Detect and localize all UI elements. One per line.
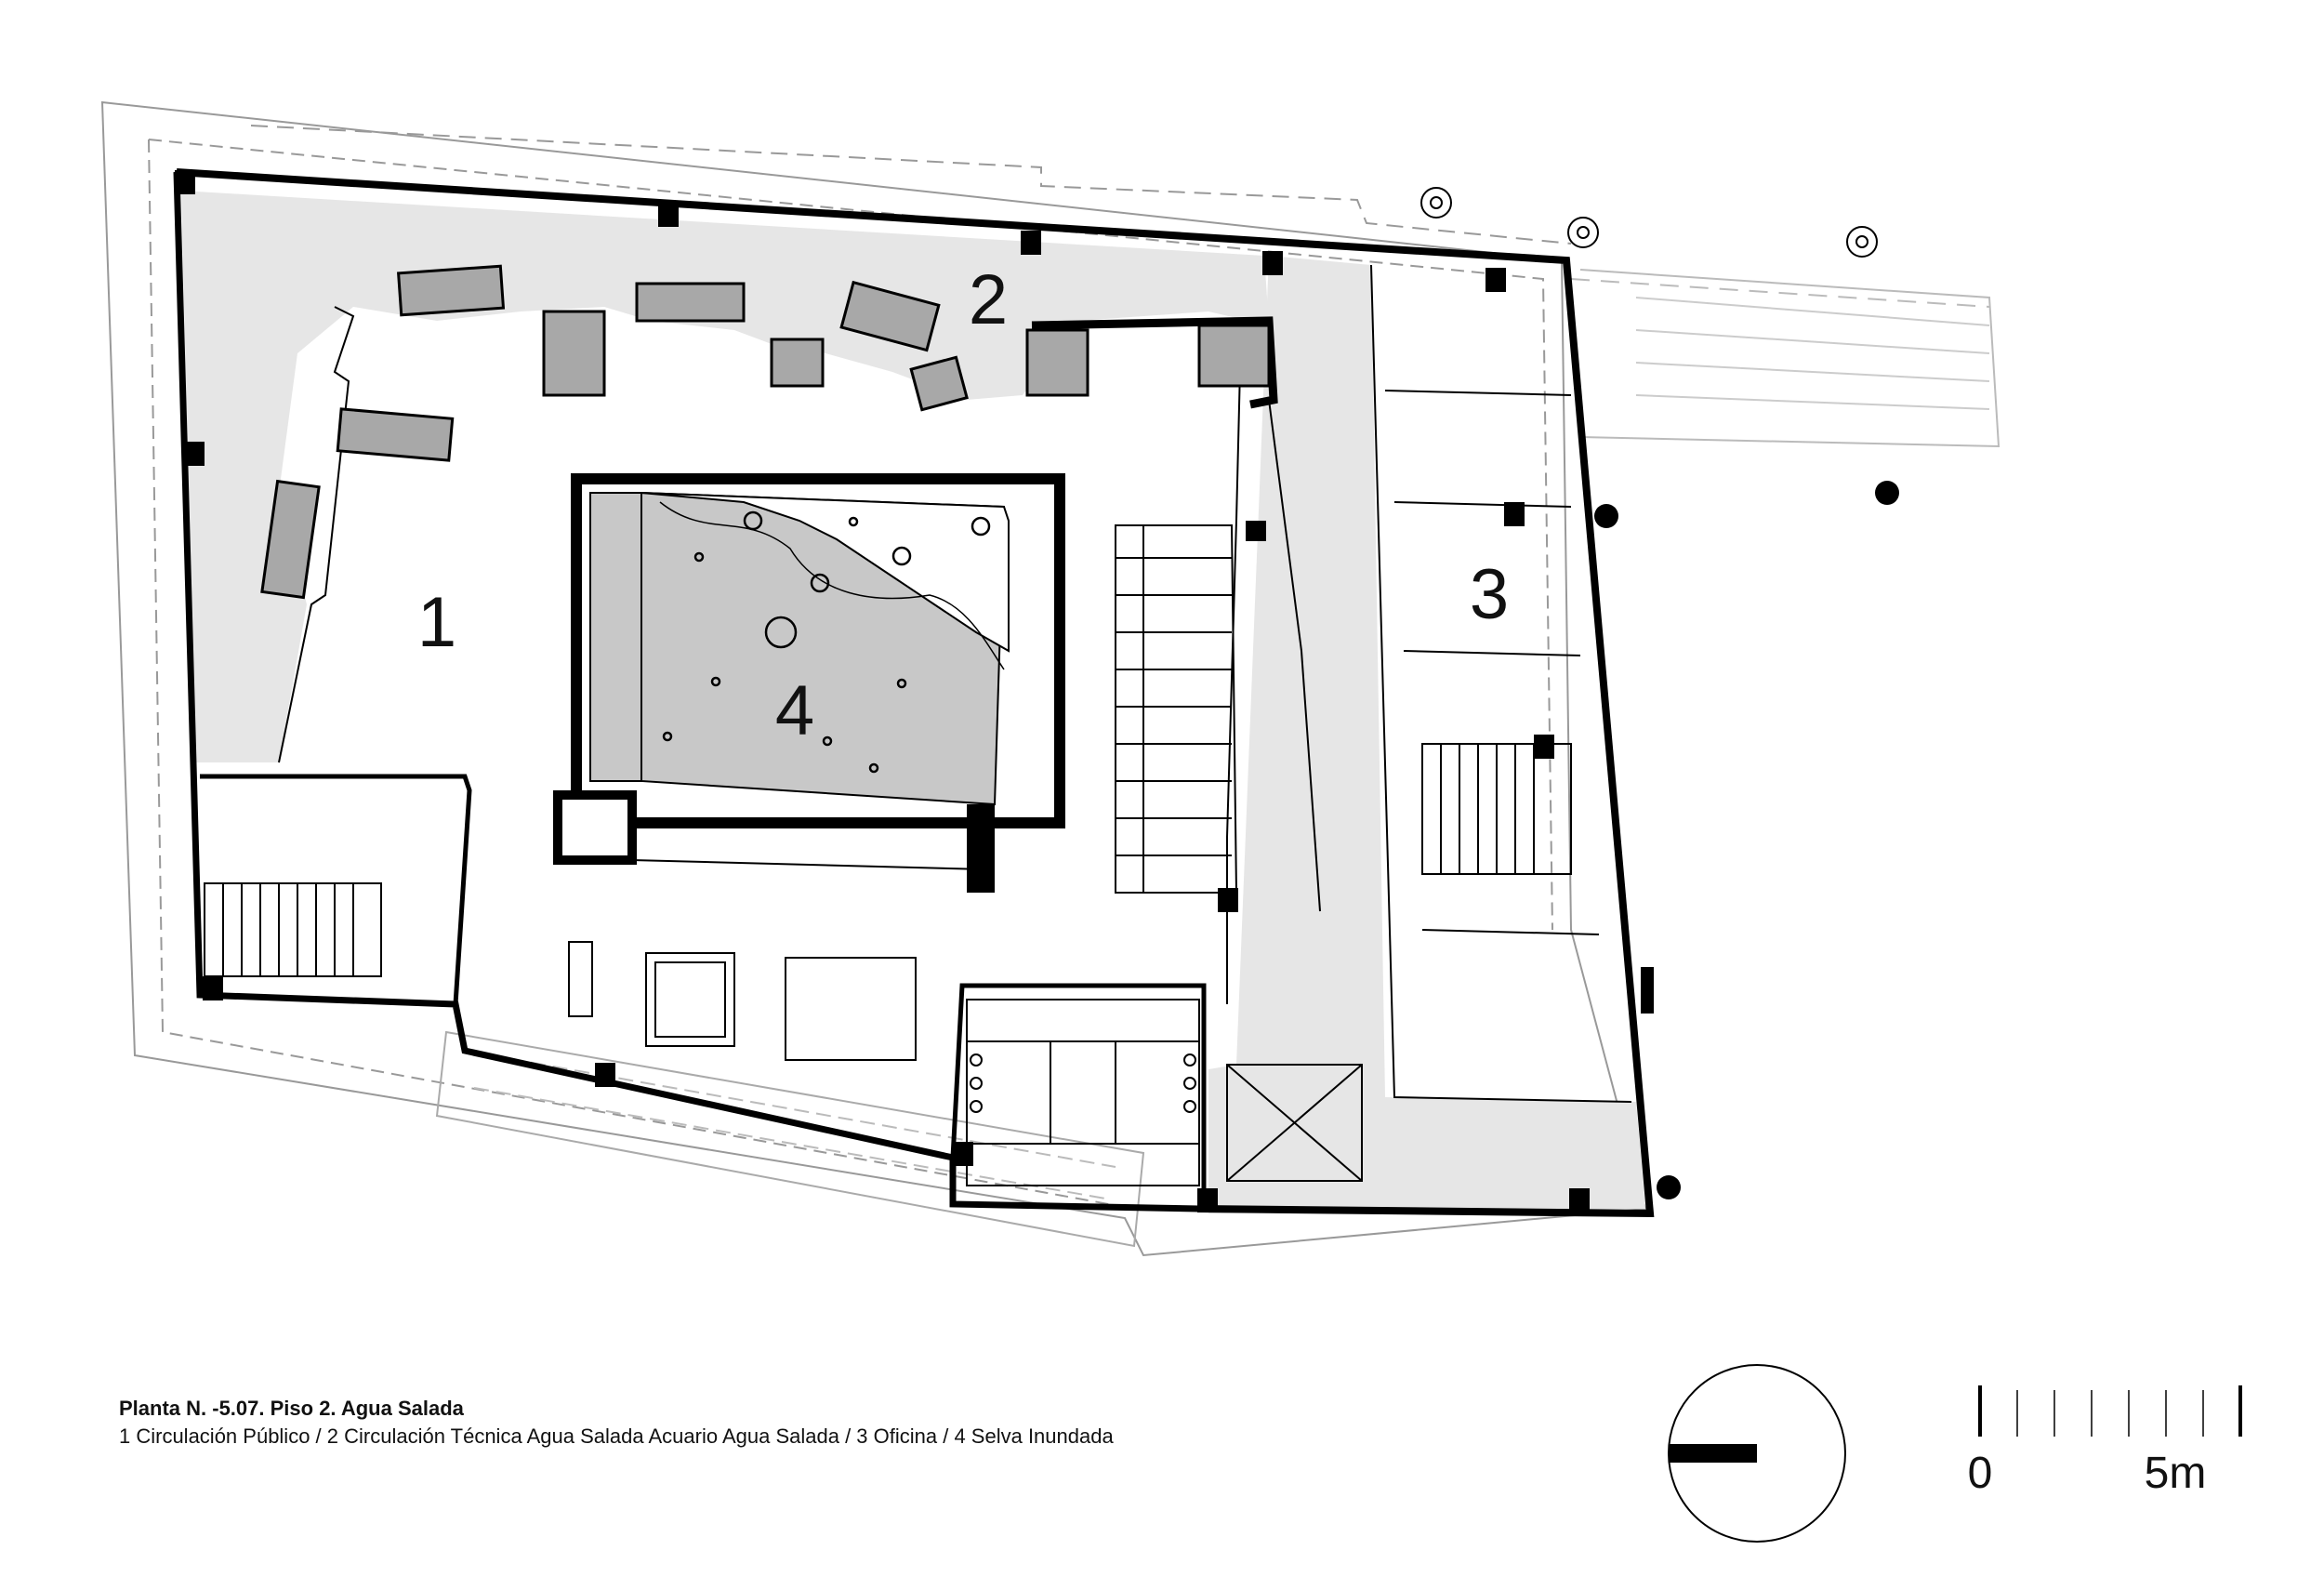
structural-columns: [175, 170, 1899, 1212]
room-label-2: 2: [969, 260, 1008, 339]
lobby-furniture: [568, 941, 917, 1061]
north-arrow: [1668, 1364, 1846, 1543]
elevator-shaft: [1226, 1064, 1363, 1182]
drawing-caption: Planta N. -5.07. Piso 2. Agua Salada 1 C…: [119, 1395, 1114, 1451]
room-4-area: [553, 473, 1065, 893]
room-label-1: 1: [417, 583, 456, 662]
room-label-3: 3: [1470, 555, 1509, 634]
drawing-title: Planta N. -5.07. Piso 2. Agua Salada: [119, 1397, 464, 1420]
scale-bar-start-label: 0: [1968, 1449, 1993, 1498]
room-label-4: 4: [775, 671, 814, 750]
aquarium-tanks: [260, 264, 1271, 600]
building-walls: [173, 168, 1655, 1218]
scale-bar-end-label: 5m: [2145, 1449, 2207, 1498]
restroom-block: [966, 999, 1200, 1186]
room-legend: 1 Circulación Público / 2 Circulación Té…: [119, 1424, 1114, 1448]
interior-partitions: [204, 264, 1632, 1103]
site-boundary: [100, 100, 2000, 1257]
scale-bar: [1978, 1385, 2242, 1437]
site-trees: [1420, 187, 1878, 258]
circulation-zones: [181, 191, 1645, 1213]
